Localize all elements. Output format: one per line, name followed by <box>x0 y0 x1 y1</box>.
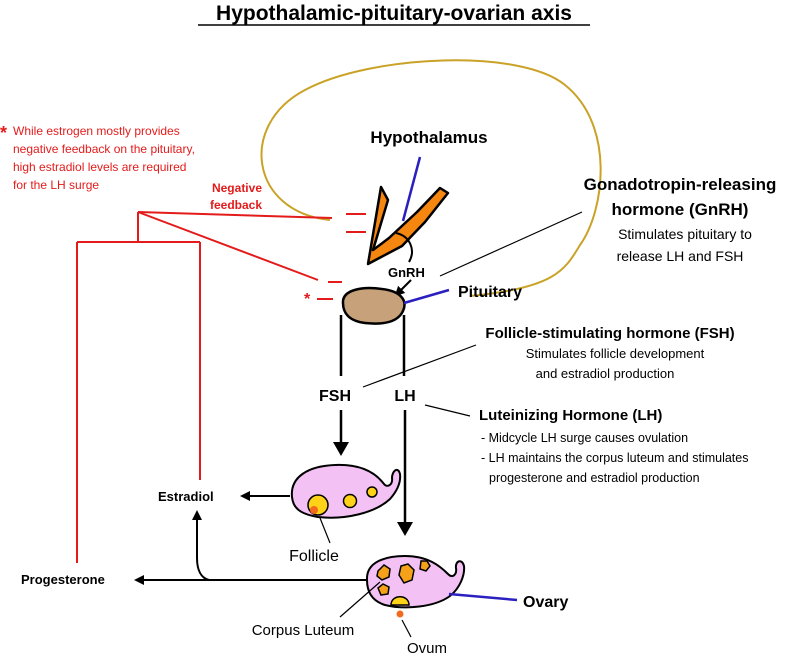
follicle-label: Follicle <box>289 548 339 565</box>
progesterone-label: Progesterone <box>21 572 105 587</box>
gnrh-desc-2: release LH and FSH <box>617 248 744 264</box>
lh-leader-line <box>424 404 471 417</box>
lh-title: Luteinizing Hormone (LH) <box>479 407 662 424</box>
corpus-luteum-output-line <box>192 510 366 581</box>
hypothalamus-pointer <box>401 156 422 222</box>
estradiol-label: Estradiol <box>158 489 214 504</box>
follicle-ovary-icon <box>290 463 402 519</box>
inhibition-marks <box>317 213 366 300</box>
gnrh-leader-line <box>439 211 583 277</box>
feedback-lines <box>76 211 333 563</box>
pituitary-label: Pituitary <box>458 284 522 301</box>
pituitary-pointer <box>403 288 450 305</box>
lh-arrow-head <box>397 522 413 536</box>
ovum-leader-line <box>401 619 412 638</box>
gnrh-short-label: GnRH <box>388 265 425 280</box>
fsh-desc-1: Stimulates follicle development <box>526 346 705 361</box>
hypothalamus-loop <box>260 59 602 297</box>
follicle-oocyte-icon <box>310 506 318 514</box>
corpus-luteum-icon <box>376 560 431 596</box>
gnrh-arc <box>395 232 413 263</box>
fsh-leader-line <box>362 344 477 388</box>
footnote-line-1: While estrogen mostly provides <box>13 124 180 138</box>
gnrh-desc-1: Stimulates pituitary to <box>618 226 752 242</box>
hypothalamus-label: Hypothalamus <box>370 128 487 147</box>
gnrh-arrow <box>394 279 412 297</box>
footnote-line-3: high estradiol levels are required <box>13 160 186 174</box>
footnote-line-4: for the LH surge <box>13 178 99 192</box>
ovum-icon <box>396 610 404 618</box>
lh-desc-3: progesterone and estradiol production <box>489 471 700 485</box>
follicle-small-icon <box>366 486 378 498</box>
corpus-luteum-label: Corpus Luteum <box>252 622 355 639</box>
negative-feedback-label-1: Negative <box>212 181 262 195</box>
ovary-label: Ovary <box>523 594 568 611</box>
gnrh-title-2: hormone (GnRH) <box>612 200 749 219</box>
corpus-luteum-leader-line <box>339 581 381 618</box>
footnote-line-2: negative feedback on the pituitary, <box>13 142 195 156</box>
pituitary-marker: * <box>304 291 311 308</box>
negative-feedback-label-2: feedback <box>210 198 262 212</box>
fsh-desc-2: and estradiol production <box>536 366 675 381</box>
ovary-pointer <box>448 592 518 602</box>
lh-desc-1: - Midcycle LH surge causes ovulation <box>481 431 688 445</box>
diagram-title: Hypothalamic-pituitary-ovarian axis <box>216 2 572 25</box>
ovum-label: Ovum <box>407 640 447 657</box>
ovulation-follicle-icon <box>390 596 410 606</box>
hypothalamus-icon <box>366 185 450 266</box>
gnrh-title-1: Gonadotropin-releasing <box>584 175 777 194</box>
follicle-medium-icon <box>342 493 358 509</box>
corpus-luteum-ovary-icon <box>365 554 466 609</box>
pituitary-icon <box>341 286 406 325</box>
lh-desc-2: - LH maintains the corpus luteum and sti… <box>481 451 749 465</box>
footnote-marker: * <box>0 123 7 143</box>
fsh-short-label: FSH <box>319 388 351 405</box>
fsh-title: Follicle-stimulating hormone (FSH) <box>485 325 734 342</box>
lh-short-label: LH <box>394 388 415 405</box>
follicle-leader-line <box>319 517 331 544</box>
fsh-arrow-head <box>333 442 349 456</box>
